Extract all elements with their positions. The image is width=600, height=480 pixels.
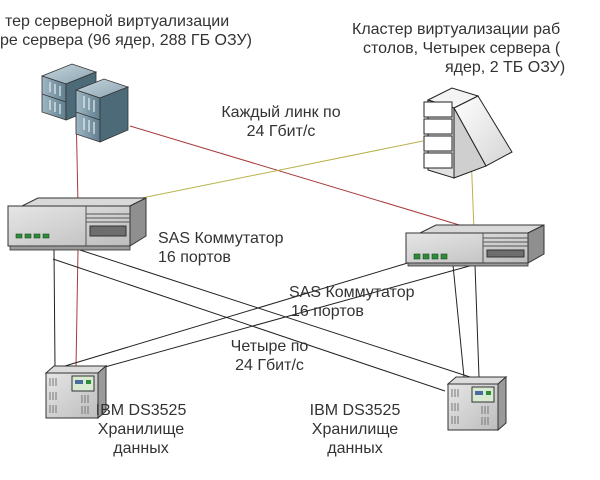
storage-left-label: IBM DS3525 Хранилище данных bbox=[86, 401, 196, 458]
link-desktop-to-switch-left bbox=[116, 140, 424, 204]
storage-right-label: IBM DS3525 Хранилище данных bbox=[300, 401, 410, 458]
storage-right-label-line1: IBM DS3525 bbox=[309, 402, 401, 419]
link-server-to-switch-right bbox=[129, 125, 477, 231]
desktop-cluster-label-line3: ядер, 2 ТБ ОЗУ) bbox=[445, 59, 566, 76]
sas-switch-icon-right[interactable] bbox=[405, 224, 545, 267]
storage-array-icon-right[interactable] bbox=[446, 375, 508, 432]
storage-left-label-line2: Хранилище bbox=[97, 421, 185, 438]
link-switch-left-to-storage-left-a bbox=[53, 249, 56, 368]
link-switch-right-to-storage-right-b bbox=[474, 264, 480, 378]
link-switch-left-to-storage-right-a bbox=[79, 249, 471, 378]
switch-left-label-line1: SAS Коммутатор bbox=[158, 230, 284, 247]
link-switch-left-to-storage-right-b bbox=[52, 258, 446, 392]
storage-right-label-line3: данных bbox=[327, 440, 383, 457]
blade-server-icon[interactable] bbox=[423, 87, 513, 179]
server-cluster-label-line2: ре сервера (96 ядер, 288 ГБ ОЗУ) bbox=[0, 32, 252, 49]
switch-right-label-line1: SAS Коммутатор bbox=[289, 284, 415, 301]
server-cluster-label: тер серверной виртуализации ре сервера (… bbox=[0, 12, 252, 50]
server-cluster-label-line1: тер серверной виртуализации bbox=[5, 13, 230, 30]
desktop-cluster-label-line2: столов, Четырек сервера ( bbox=[363, 40, 561, 57]
rack-server-cluster-icon[interactable] bbox=[40, 63, 130, 143]
switch-left-label-line2: 16 портов bbox=[158, 249, 231, 266]
switch-right-label-line2: 16 портов bbox=[291, 303, 364, 320]
downlink-speed-line2: 24 Гбит/с bbox=[235, 357, 304, 374]
storage-right-label-line2: Хранилище bbox=[311, 421, 399, 438]
link-switch-right-to-storage-left-a bbox=[54, 261, 412, 370]
link-switch-left-to-storage-left-b bbox=[75, 249, 79, 368]
desktop-cluster-label: Кластер виртуализации раб столов, Четыре… bbox=[352, 20, 600, 77]
sas-switch-icon-left[interactable] bbox=[7, 197, 147, 251]
storage-array-icon-left[interactable] bbox=[44, 364, 108, 420]
uplink-speed-line1: Каждый линк по bbox=[221, 104, 341, 121]
link-switch-right-to-storage-left-b bbox=[75, 264, 474, 376]
desktop-cluster-label-line1: Кластер виртуализации раб bbox=[352, 21, 561, 38]
downlink-speed-label: Четыре по 24 Гбит/с bbox=[212, 337, 327, 375]
uplink-speed-label: Каждый линк по 24 Гбит/с bbox=[206, 103, 356, 141]
switch-right-label: SAS Коммутатор 16 портов bbox=[289, 283, 415, 321]
uplink-speed-line2: 24 Гбит/с bbox=[246, 123, 316, 140]
link-switch-right-to-storage-right-a bbox=[452, 264, 465, 378]
links bbox=[52, 107, 480, 392]
storage-left-label-line3: данных bbox=[113, 440, 169, 457]
switch-left-label: SAS Коммутатор 16 портов bbox=[158, 229, 284, 267]
storage-left-label-line1: IBM DS3525 bbox=[95, 402, 187, 419]
downlink-speed-line1: Четыре по bbox=[230, 338, 309, 355]
